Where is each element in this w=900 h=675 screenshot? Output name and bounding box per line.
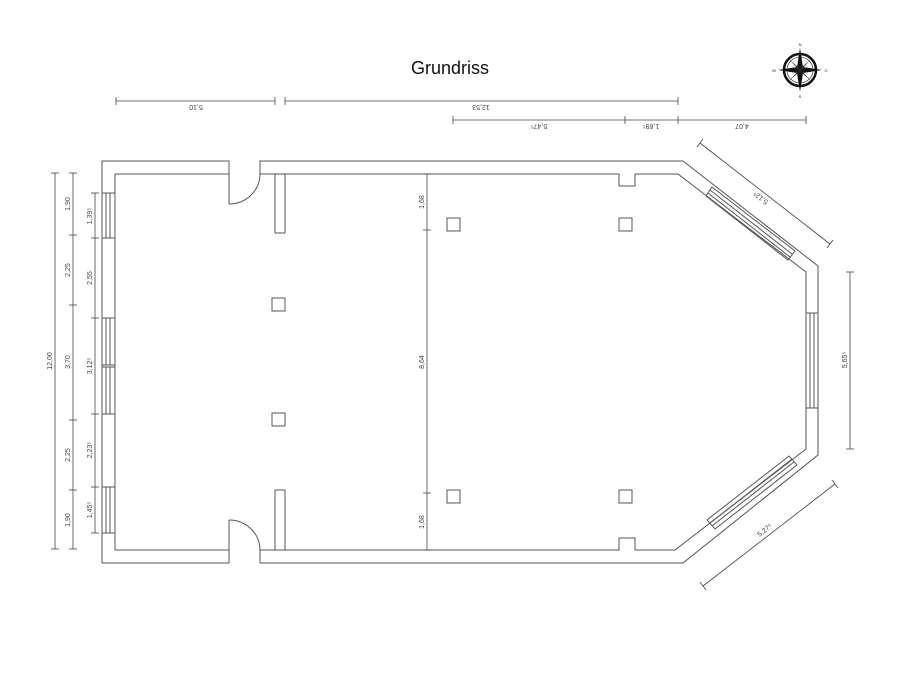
dim-label: 4,07 <box>735 122 749 129</box>
dim-label: 5,10 <box>189 103 203 110</box>
door-bottom <box>228 519 261 551</box>
svg-text:1,90: 1,90 <box>65 197 72 211</box>
window <box>101 192 116 239</box>
svg-text:5,27⁵: 5,27⁵ <box>756 523 773 539</box>
columns <box>271 217 633 504</box>
window-diag-top <box>705 186 796 261</box>
plan-title: Grundriss <box>411 58 489 78</box>
door-top <box>228 173 261 205</box>
dimensions-right: 5,12⁵ 5,65⁵ 5,27⁵ <box>696 138 854 591</box>
svg-text:2,23⁵: 2,23⁵ <box>87 442 94 459</box>
svg-text:2,25: 2,25 <box>65 263 72 277</box>
svg-text:1,90: 1,90 <box>65 513 72 527</box>
svg-text:2,25: 2,25 <box>65 448 72 462</box>
svg-text:1,39⁵: 1,39⁵ <box>87 208 94 225</box>
svg-text:1,68: 1,68 <box>419 195 426 209</box>
dim-label: 1,69⁵ <box>643 122 660 129</box>
windows-left <box>101 192 116 534</box>
compass-east: O <box>824 68 827 73</box>
dimensions-left: 12,00 1,90 2,25 3,70 2,25 1,90 1,39⁵ 2,5… <box>47 172 99 550</box>
svg-text:3,70: 3,70 <box>65 355 72 369</box>
wall-pier-bottom <box>274 489 286 551</box>
window-right <box>805 312 819 409</box>
svg-text:3,12⁵: 3,12⁵ <box>87 358 94 375</box>
svg-text:5,65⁵: 5,65⁵ <box>842 352 849 369</box>
compass-rose-icon: N S O W <box>772 42 827 99</box>
window <box>101 486 116 534</box>
window <box>101 366 116 415</box>
svg-text:1,68: 1,68 <box>419 515 426 529</box>
svg-text:12,00: 12,00 <box>47 352 54 370</box>
dim-label: 12,53 <box>472 103 490 110</box>
dimensions-top: 5,10 12,53 5,47⁵ 1,69⁵ 4,07 <box>115 97 807 129</box>
wall-pier-top <box>274 173 286 234</box>
compass-north: N <box>799 42 802 47</box>
svg-text:5,12⁵: 5,12⁵ <box>752 189 769 205</box>
svg-text:8,64: 8,64 <box>419 355 426 369</box>
svg-text:1,45⁵: 1,45⁵ <box>87 502 94 519</box>
window <box>101 317 116 366</box>
compass-west: W <box>772 68 776 73</box>
window-diag-bottom <box>706 455 798 530</box>
svg-text:2,55: 2,55 <box>87 271 94 285</box>
dim-label: 5,47⁵ <box>531 122 548 129</box>
compass-south: S <box>799 94 802 99</box>
dimensions-interior: 1,68 8,64 1,68 <box>419 173 431 551</box>
